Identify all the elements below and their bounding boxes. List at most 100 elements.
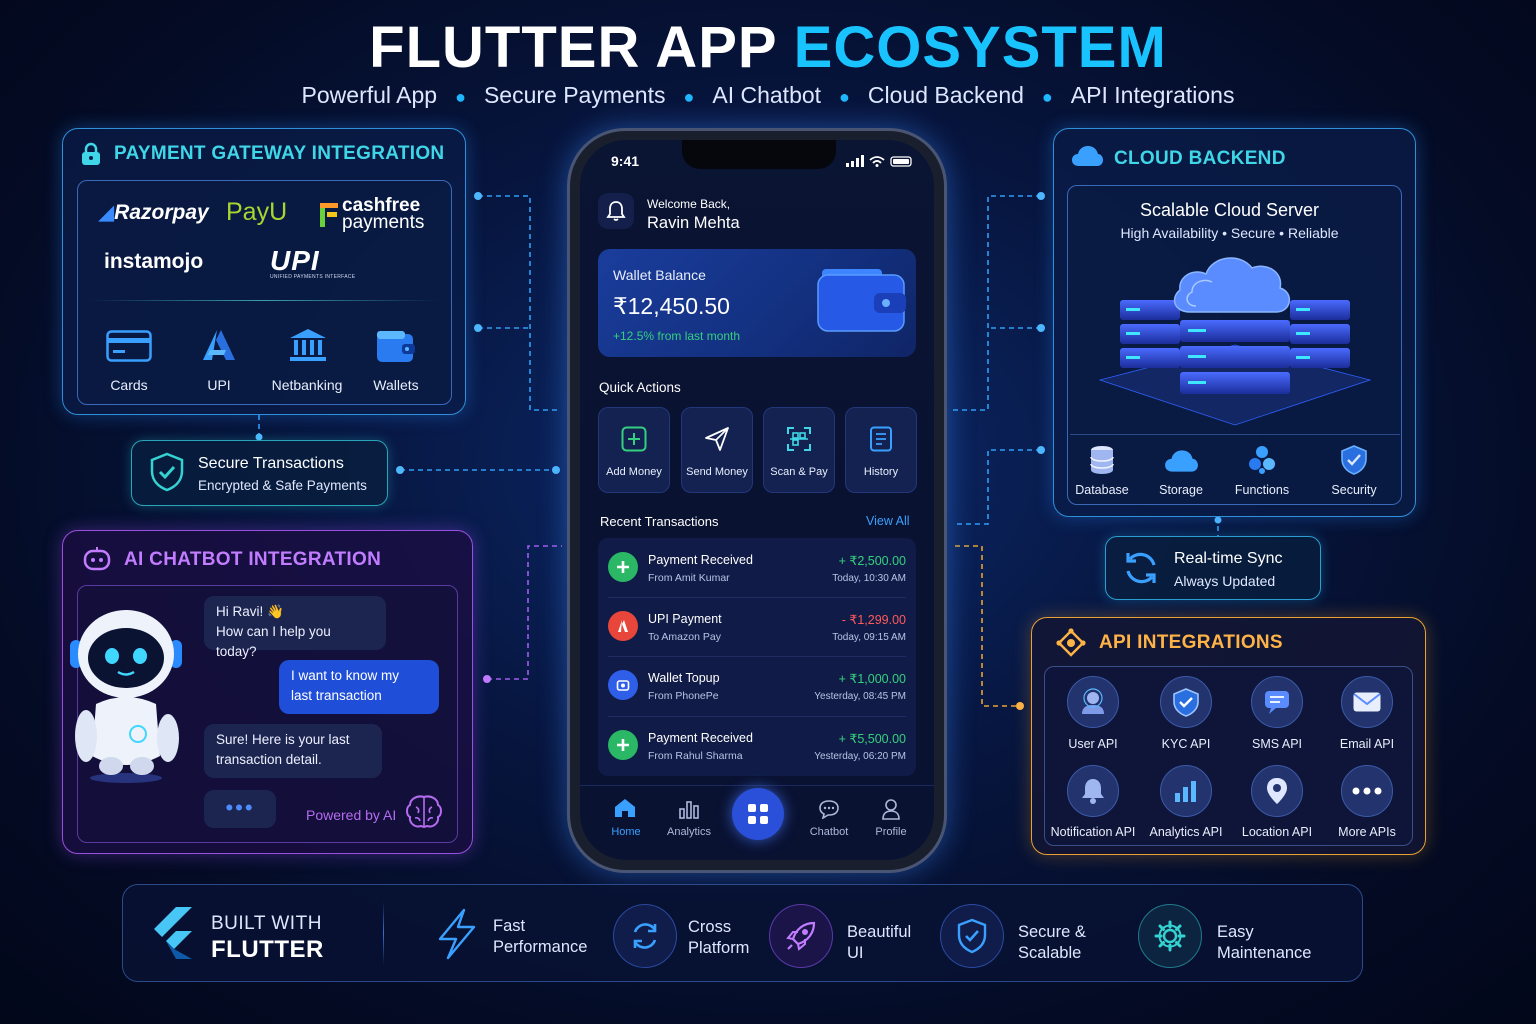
sms-api-icon [1251, 676, 1303, 728]
api-label-notification: Notification API [1050, 825, 1136, 839]
transaction-divider [608, 656, 906, 657]
add-money-icon [621, 426, 647, 452]
bot-message-1: Hi Ravi! 👋 How can I help you today? [204, 596, 386, 659]
robot-illustration [66, 606, 188, 786]
quick-action-label: Send Money [686, 466, 748, 478]
flutter-label: FLUTTER [211, 936, 324, 963]
quick-action-scan-pay[interactable] [763, 407, 835, 493]
transaction-time: Yesterday, 08:45 PM [814, 691, 906, 702]
quick-action-send-money[interactable] [681, 407, 753, 493]
wallet-3d-icon [816, 265, 908, 335]
secure-title: Secure Transactions [198, 455, 344, 472]
transaction-title: Payment Received [648, 731, 753, 745]
profile-icon[interactable] [881, 798, 901, 820]
cross-platform-icon [613, 904, 677, 968]
quick-action-label: Scan & Pay [770, 466, 828, 478]
quick-action-label: Add Money [606, 466, 662, 478]
wallet-icon [376, 330, 416, 364]
lightning-icon [426, 907, 484, 961]
transaction-sub: From PhonePe [648, 690, 719, 702]
chatbot-icon [82, 546, 112, 574]
transaction-divider [608, 597, 906, 598]
transaction-amount: + ₹1,000.00 [838, 672, 906, 686]
cloud-server-illustration [1090, 250, 1380, 430]
send-icon [704, 426, 730, 452]
chat-icon[interactable] [818, 799, 840, 819]
api-panel-title: API INTEGRATIONS [1099, 632, 1283, 653]
shield-check-icon [940, 904, 1004, 968]
table-row[interactable]: Wallet Topup From PhonePe + ₹1,000.00 Ye… [598, 658, 916, 714]
more-dots-icon [1341, 765, 1393, 817]
user-api-icon [1067, 676, 1119, 728]
api-label-email: Email API [1339, 737, 1395, 751]
secure-transactions-card [131, 440, 388, 506]
secure-subtitle: Encrypted & Safe Payments [198, 478, 367, 493]
table-row[interactable]: Payment Received From Amit Kumar + ₹2,50… [598, 540, 916, 596]
center-apps-button[interactable] [732, 788, 784, 840]
credit-plus-icon [608, 552, 638, 582]
api-hub-icon [1056, 628, 1086, 658]
transaction-sub: To Amazon Pay [648, 631, 721, 643]
transaction-time: Yesterday, 06:20 PM [814, 751, 906, 762]
phone-notch [682, 140, 836, 169]
gear-icon [1138, 904, 1202, 968]
api-label-user: User API [1068, 737, 1118, 751]
home-icon[interactable] [614, 798, 636, 818]
shield-check-icon [149, 452, 185, 492]
nav-home-label: Home [611, 826, 641, 838]
upi-logo: UPI UNIFIED PAYMENTS INTERFACE [270, 245, 356, 280]
api-label-analytics: Analytics API [1149, 825, 1223, 839]
nav-chatbot-label: Chatbot [809, 826, 849, 838]
title-part-2: ECOSYSTEM [793, 15, 1167, 80]
realtime-sync-card [1105, 536, 1321, 600]
built-with-label: BUILT WITH [211, 913, 322, 934]
storage-cloud-icon [1163, 448, 1199, 474]
subtitle-item: AI Chatbot [712, 82, 822, 108]
razorpay-logo: ◢Razorpay [98, 201, 209, 224]
notification-bell-icon[interactable] [598, 193, 634, 229]
bottom-nav [580, 785, 934, 786]
subtitle-item: Powerful App [301, 82, 438, 108]
rocket-icon [769, 904, 833, 968]
bank-icon [288, 327, 328, 363]
feature-secure-scalable: Secure &Scalable [1018, 923, 1086, 962]
security-shield-icon [1340, 444, 1368, 476]
api-label-more: More APIs [1338, 825, 1396, 839]
wallet-amount: ₹12,450.50 [613, 293, 730, 319]
analytics-api-icon [1160, 765, 1212, 817]
status-time: 9:41 [611, 153, 640, 169]
nav-profile-label: Profile [875, 826, 907, 838]
sync-title: Real-time Sync [1174, 550, 1283, 567]
subtitle-item: API Integrations [1070, 82, 1235, 108]
cloud-icon [1070, 144, 1104, 168]
history-icon [869, 426, 893, 452]
api-label-sms: SMS API [1251, 737, 1303, 751]
upi-payment-icon [608, 611, 638, 641]
transaction-amount: + ₹2,500.00 [838, 554, 906, 568]
view-all-link[interactable]: View All [866, 514, 910, 528]
transaction-title: Payment Received [648, 553, 753, 567]
status-icons [846, 155, 914, 167]
welcome-text: Welcome Back, [647, 197, 731, 211]
table-row[interactable]: Payment Received From Rahul Sharma + ₹5,… [598, 718, 916, 774]
nav-analytics-label: Analytics [666, 826, 712, 838]
transaction-divider [608, 716, 906, 717]
cloud-item-database: Database [1075, 483, 1129, 497]
recent-transactions-title: Recent Transactions [600, 514, 719, 529]
analytics-icon[interactable] [678, 799, 700, 819]
quick-actions-title: Quick Actions [599, 380, 681, 395]
notification-api-icon [1067, 765, 1119, 817]
transaction-time: Today, 10:30 AM [832, 573, 906, 584]
method-label-upi: UPI [207, 377, 231, 393]
upi-icon [200, 328, 238, 362]
method-label-netbanking: Netbanking [271, 377, 343, 393]
api-label-location: Location API [1241, 825, 1313, 839]
table-row[interactable]: UPI Payment To Amazon Pay - ₹1,299.00 To… [598, 599, 916, 655]
scan-qr-icon [786, 426, 812, 452]
cloud-item-security: Security [1331, 483, 1377, 497]
cloud-divider [1070, 434, 1400, 435]
transactions-list [598, 538, 916, 776]
